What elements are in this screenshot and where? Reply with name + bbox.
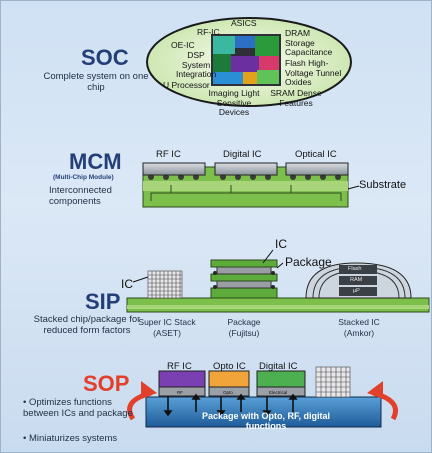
sop-chip-opto: [208, 370, 250, 388]
sip-layer-up: µP: [353, 288, 360, 294]
sop-chip-label-digital: Digital IC: [259, 361, 298, 372]
sop-grid-chip: [315, 366, 351, 398]
sop-chip-label-rf: RF IC: [167, 361, 192, 372]
mcm-title: MCM: [69, 149, 122, 174]
mcm-assembly: [142, 162, 360, 208]
sip-package-label: Package: [285, 255, 332, 269]
sop-chip-inner-opto: Opto: [223, 390, 233, 395]
sop-chip-rf: [158, 370, 206, 388]
sop-chip-digital: [256, 370, 306, 388]
sip-ic-label-top: IC: [275, 237, 287, 251]
mcm-chip-label-rf: RF IC: [156, 149, 181, 160]
sip-title: SIP: [85, 289, 121, 314]
sop-bullet-2: • Miniaturizes systems: [23, 433, 118, 444]
sop-chip-inner-electrical: Electrical: [269, 390, 288, 395]
sip-description: Stacked chip/package for reduced form fa…: [33, 314, 141, 336]
sop-assembly: [127, 366, 398, 428]
sip-super-ic-stack: [147, 270, 183, 299]
mcm-description: Interconnected components: [49, 185, 112, 207]
sop-bullet-1: • Optimizes functions between ICs and pa…: [23, 397, 133, 419]
sip-assembly: [126, 249, 430, 313]
soc-label-imaging: Imaging Light Sensitive Devices: [208, 88, 260, 117]
sip-ic-label: IC: [121, 277, 133, 291]
sip-stack-name-super: Super IC Stack(ASET): [138, 317, 196, 338]
soc-label-dram: DRAM Storage Capacitance: [285, 28, 333, 57]
mcm-subtitle: (Multi-Chip Module): [53, 174, 114, 181]
soc-title: SOC: [81, 45, 129, 70]
mcm-chip-digital: [214, 162, 278, 176]
mcm-chip-rf: [142, 162, 206, 176]
sop-title: SOP: [83, 371, 130, 396]
sip-layer-ram: RAM: [350, 277, 363, 283]
sip-stack-name-package: Package(Fujitsu): [227, 317, 261, 338]
mcm-chip-label-digital: Digital IC: [223, 149, 262, 160]
sop-chip-inner-rf: RF: [177, 390, 183, 395]
sip-stack-name-stacked: Stacked IC(Amkor): [338, 317, 380, 338]
soc-label-sram: SRAM Dense Features: [270, 88, 322, 108]
soc-label-u-processor: U Processor: [163, 80, 210, 90]
soc-label-rf-ic: RF-IC: [197, 27, 220, 37]
sip-layer-flash: Flash: [348, 266, 362, 272]
sip-package-stack: [210, 259, 278, 299]
soc-label-dsp: DSP System Integration: [176, 50, 217, 79]
soc-label-flash: Flash High-Voltage Tunnel Oxides: [285, 58, 342, 87]
sop-chip-label-opto: Opto IC: [213, 361, 246, 372]
sop-package-label: Package with Opto, RF, digital functions: [201, 411, 331, 431]
mcm-chip-label-optical: Optical IC: [295, 149, 337, 160]
sip-stacked-ic-dome: [305, 262, 412, 299]
sop-package: [145, 396, 382, 428]
mcm-substrate-label: Substrate: [359, 179, 407, 191]
mcm-chip-optical: [285, 162, 349, 176]
soc-label-asics: ASICS: [231, 18, 257, 28]
soc-label-oe-ic: OE-IC: [171, 40, 195, 50]
soc-oval: [146, 17, 352, 107]
soc-description: Complete system on one chip: [43, 71, 149, 93]
